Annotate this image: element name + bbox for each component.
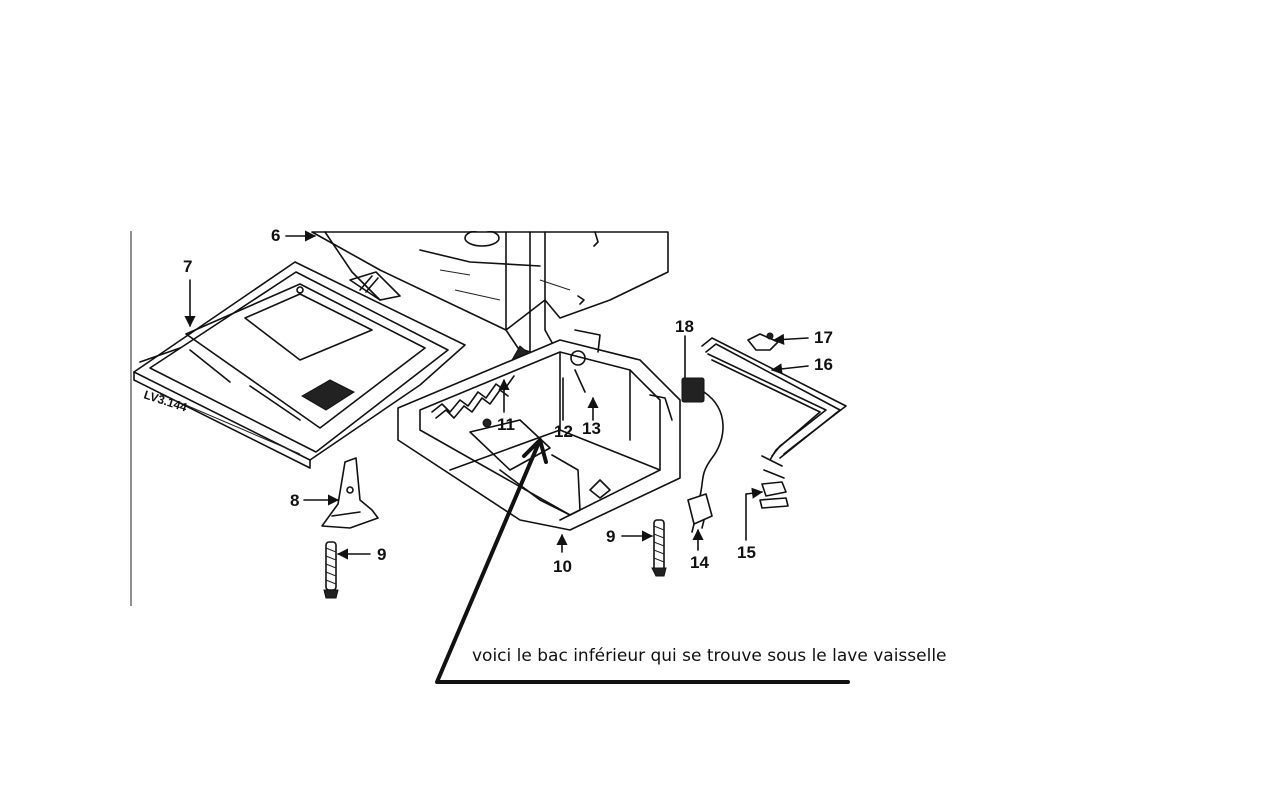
foot-screw-right xyxy=(651,519,667,577)
annotation-caption: voici le bac inférieur qui se trouve sou… xyxy=(472,646,947,666)
callout-14: 14 xyxy=(690,553,709,572)
callout-8: 8 xyxy=(290,491,299,510)
foot-screw-left xyxy=(323,541,339,599)
cabinet-top xyxy=(311,231,669,331)
heating-element xyxy=(701,337,847,479)
callout-arrows xyxy=(184,230,809,560)
callout-9-right: 9 xyxy=(606,527,615,546)
power-cable xyxy=(681,377,724,533)
clip-part-17 xyxy=(747,332,779,351)
callout-7: 7 xyxy=(183,257,192,276)
callout-6: 6 xyxy=(271,226,280,245)
callout-9-left: 9 xyxy=(377,545,386,564)
callout-11: 11 xyxy=(497,415,515,434)
annotation-arrow xyxy=(435,438,850,684)
callout-17: 17 xyxy=(814,328,833,347)
callout-15: 15 xyxy=(737,543,756,562)
callout-16: 16 xyxy=(814,355,833,374)
callout-13: 13 xyxy=(582,419,601,438)
hinge-bracket xyxy=(321,457,379,529)
callout-12: 12 xyxy=(554,422,573,441)
base-tray xyxy=(397,329,681,531)
callout-18: 18 xyxy=(675,317,694,336)
callout-10: 10 xyxy=(553,557,572,576)
door-panel xyxy=(133,261,466,469)
clip-part-15 xyxy=(759,481,789,509)
